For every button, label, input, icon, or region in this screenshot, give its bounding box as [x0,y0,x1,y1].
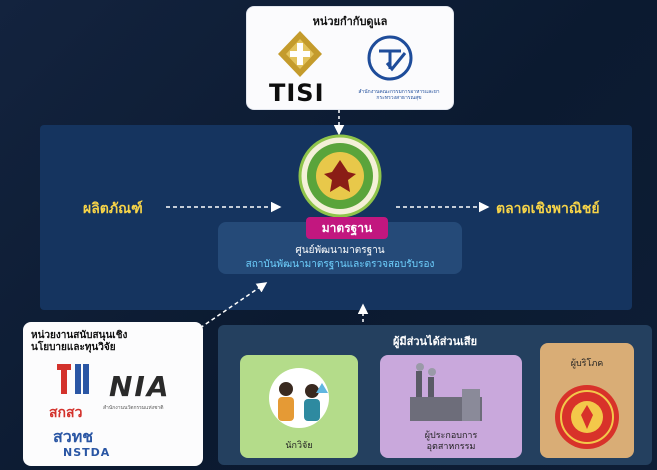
center-institute: สถาบันพัฒนามาตรฐานและตรวจสอบรับรอง [245,259,435,270]
moph-logo-icon [367,35,413,81]
nia-logo-text: NIA [109,370,171,403]
standard-badge: มาตรฐาน [306,217,388,239]
support-box: หน่วยงานสนับสนุนเชิงนโยบายและทุนวิจัย สก… [23,322,203,466]
researcher-label: นักวิจัย [285,441,313,451]
support-title: หน่วยงานสนับสนุนเชิงนโยบายและทุนวิจัย [31,330,128,353]
nstda-logo-thai: สวทช [53,427,94,446]
tisi-logo-text: TISI [269,79,325,107]
industry-label: ผู้ประกอบการ อุตสาหกรรม [380,431,522,453]
regulator-box: หน่วยกำกับดูแล TISI สำนักงานคณะกรรมการอา… [246,6,454,110]
moph-caption: สำนักงานคณะกรรมการอาหารและยา กระทรวงสาธา… [358,89,440,101]
industry-card: ผู้ประกอบการ อุตสาหกรรม [380,355,522,458]
tsri-logo-text: สกสว [49,405,83,421]
tisi-logo-icon [278,31,322,77]
nia-caption: สำนักงานนวัตกรรมแห่งชาติ [103,405,164,411]
consumer-label: ผู้บริโภค [570,359,604,369]
market-label: ตลาดเชิงพาณิชย์ [496,201,600,217]
stakeholders-box: ผู้มีส่วนได้ส่วนเสีย นักวิจัย ผู้ประกอบก… [218,325,652,465]
regulator-title: หน่วยกำกับดูแล [312,15,388,28]
tsri-logo-icon [57,364,89,394]
stakeholders-title: ผู้มีส่วนได้ส่วนเสีย [392,335,478,348]
researcher-illustration-icon [269,368,329,428]
center-name: ศูนย์พัฒนามาตรฐาน [295,245,385,256]
industry-label-line2: อุตสาหกรรม [426,442,476,452]
ocpb-seal-icon [555,385,619,449]
factory-icon [410,363,482,421]
tisi-seal-icon [298,134,382,218]
nstda-logo-en: NSTDA [63,446,111,459]
arrow-support-to-center [199,282,268,329]
researcher-card: นักวิจัย [240,355,358,458]
product-label: ผลิตภัณฑ์ [83,201,143,217]
consumer-card: ผู้บริโภค [540,343,634,458]
industry-label-line1: ผู้ประกอบการ [424,431,478,441]
